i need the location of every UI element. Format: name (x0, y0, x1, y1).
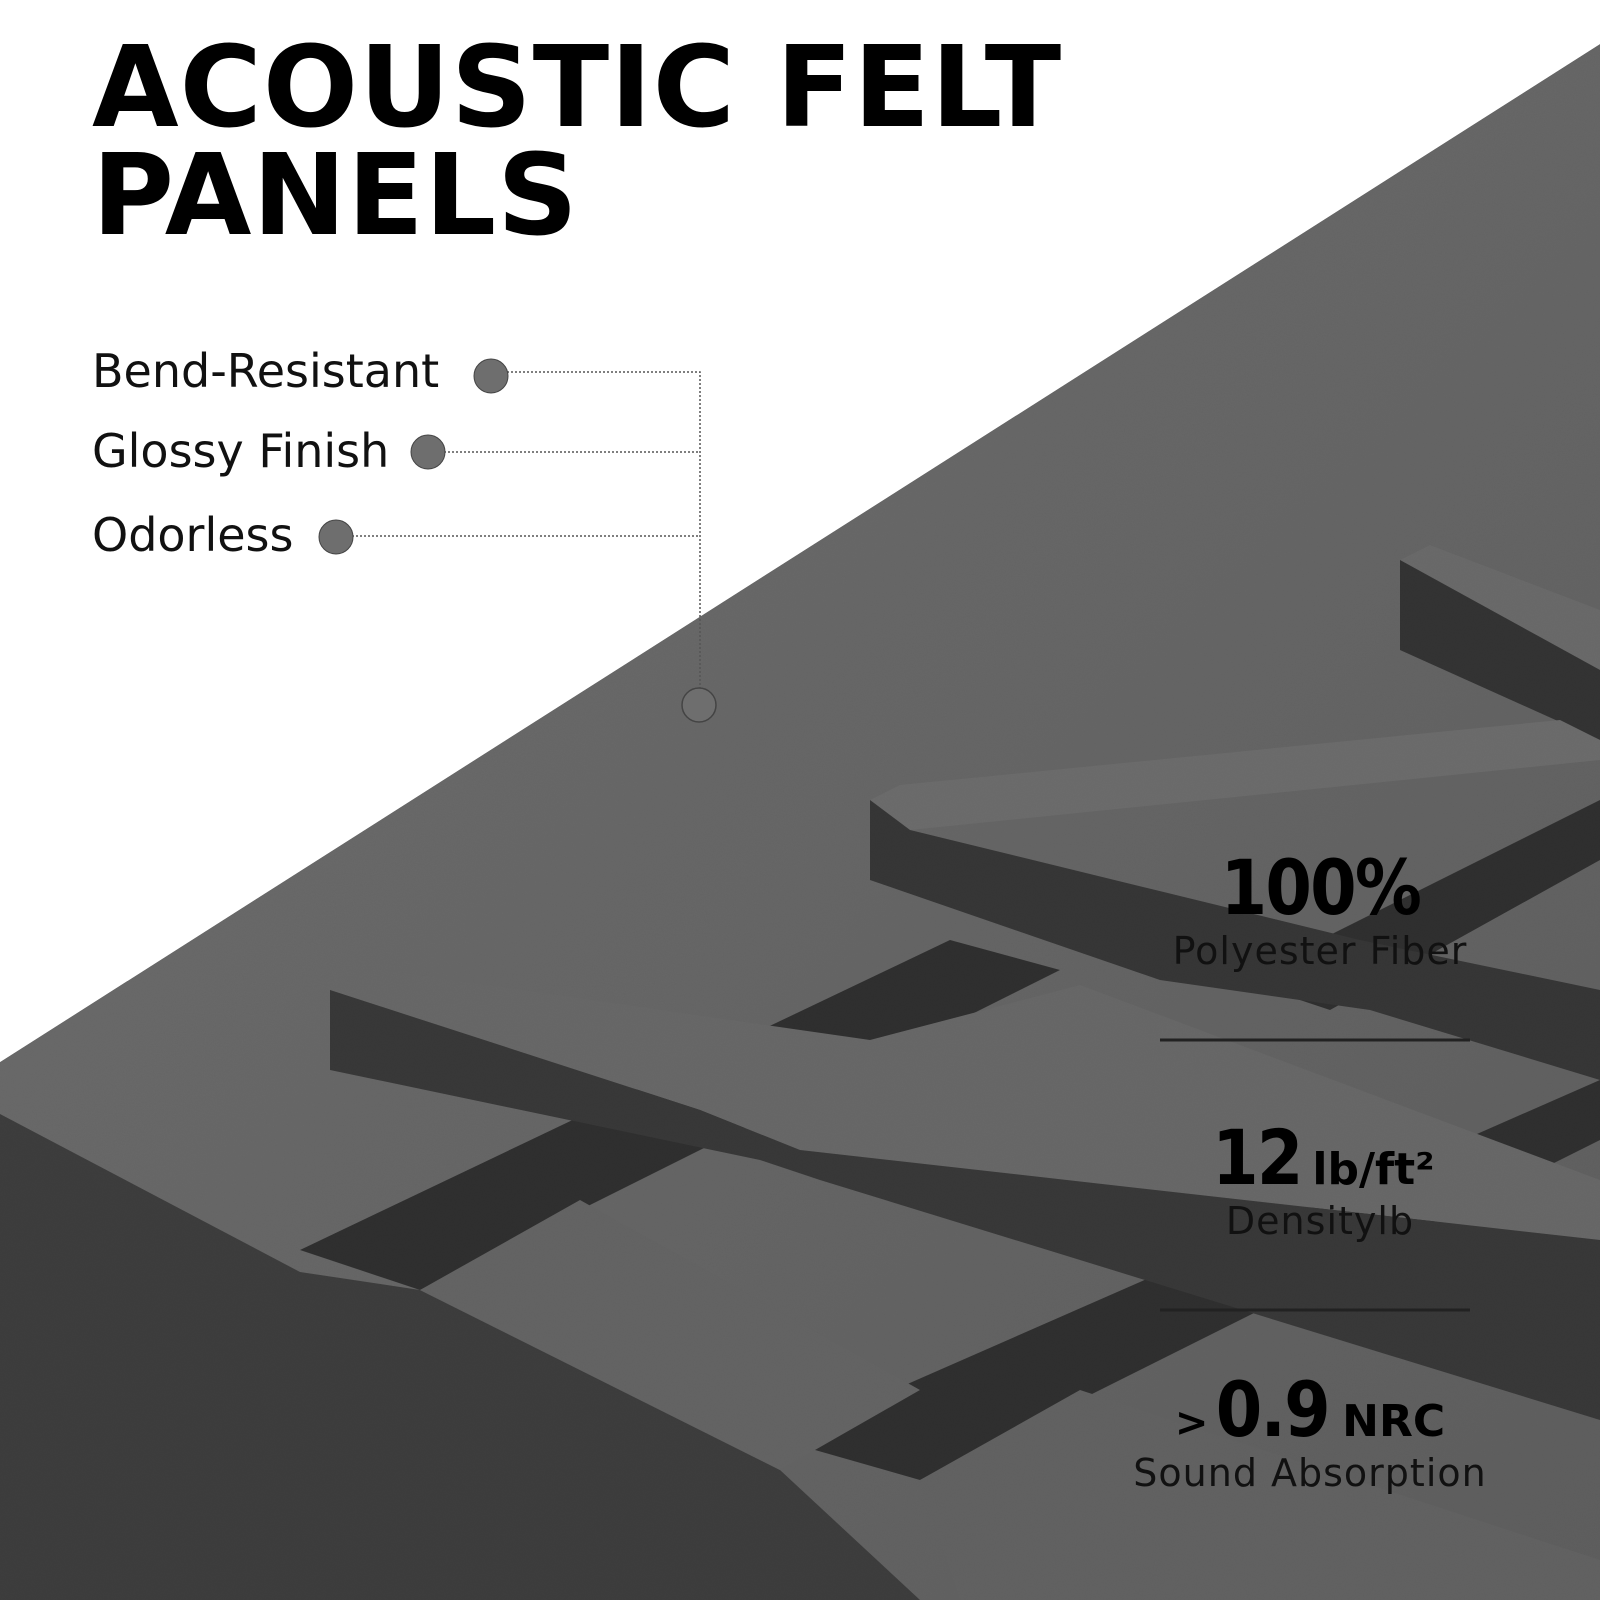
spec-polyester: 100% Polyester Fiber (1140, 843, 1500, 973)
spec-nrc: >0.9 NRC Sound Absorption (1100, 1365, 1520, 1495)
spec-value: 100% (1220, 843, 1421, 932)
title-line-1: ACOUSTIC FELT (92, 23, 1063, 153)
spec-unit: lb/ft² (1312, 1144, 1435, 1195)
feature-bend-resistant: Bend-Resistant (92, 344, 440, 398)
feature-connectors (352, 371, 701, 690)
spec-prefix: > (1174, 1400, 1209, 1446)
spec-density: 12 lb/ft² Densitylb (1140, 1113, 1500, 1243)
spec-label: Sound Absorption (1133, 1451, 1487, 1495)
feature-marker-dot (410, 434, 446, 470)
spec-label: Polyester Fiber (1172, 929, 1468, 973)
feature-marker-dot (473, 358, 509, 394)
background-mask (0, 0, 1600, 1062)
feature-marker-dot (318, 519, 354, 555)
title-line-2: PANELS (92, 131, 579, 261)
feature-odorless: Odorless (92, 508, 294, 562)
panel-marker-dot (681, 687, 717, 723)
page-title: ACOUSTIC FELT PANELS (92, 23, 1092, 261)
spec-value: 0.9 (1216, 1365, 1331, 1454)
spec-label: Densitylb (1225, 1199, 1415, 1243)
feature-glossy-finish: Glossy Finish (92, 424, 390, 478)
spec-value: 12 (1211, 1113, 1303, 1202)
spec-unit: NRC (1342, 1396, 1446, 1447)
